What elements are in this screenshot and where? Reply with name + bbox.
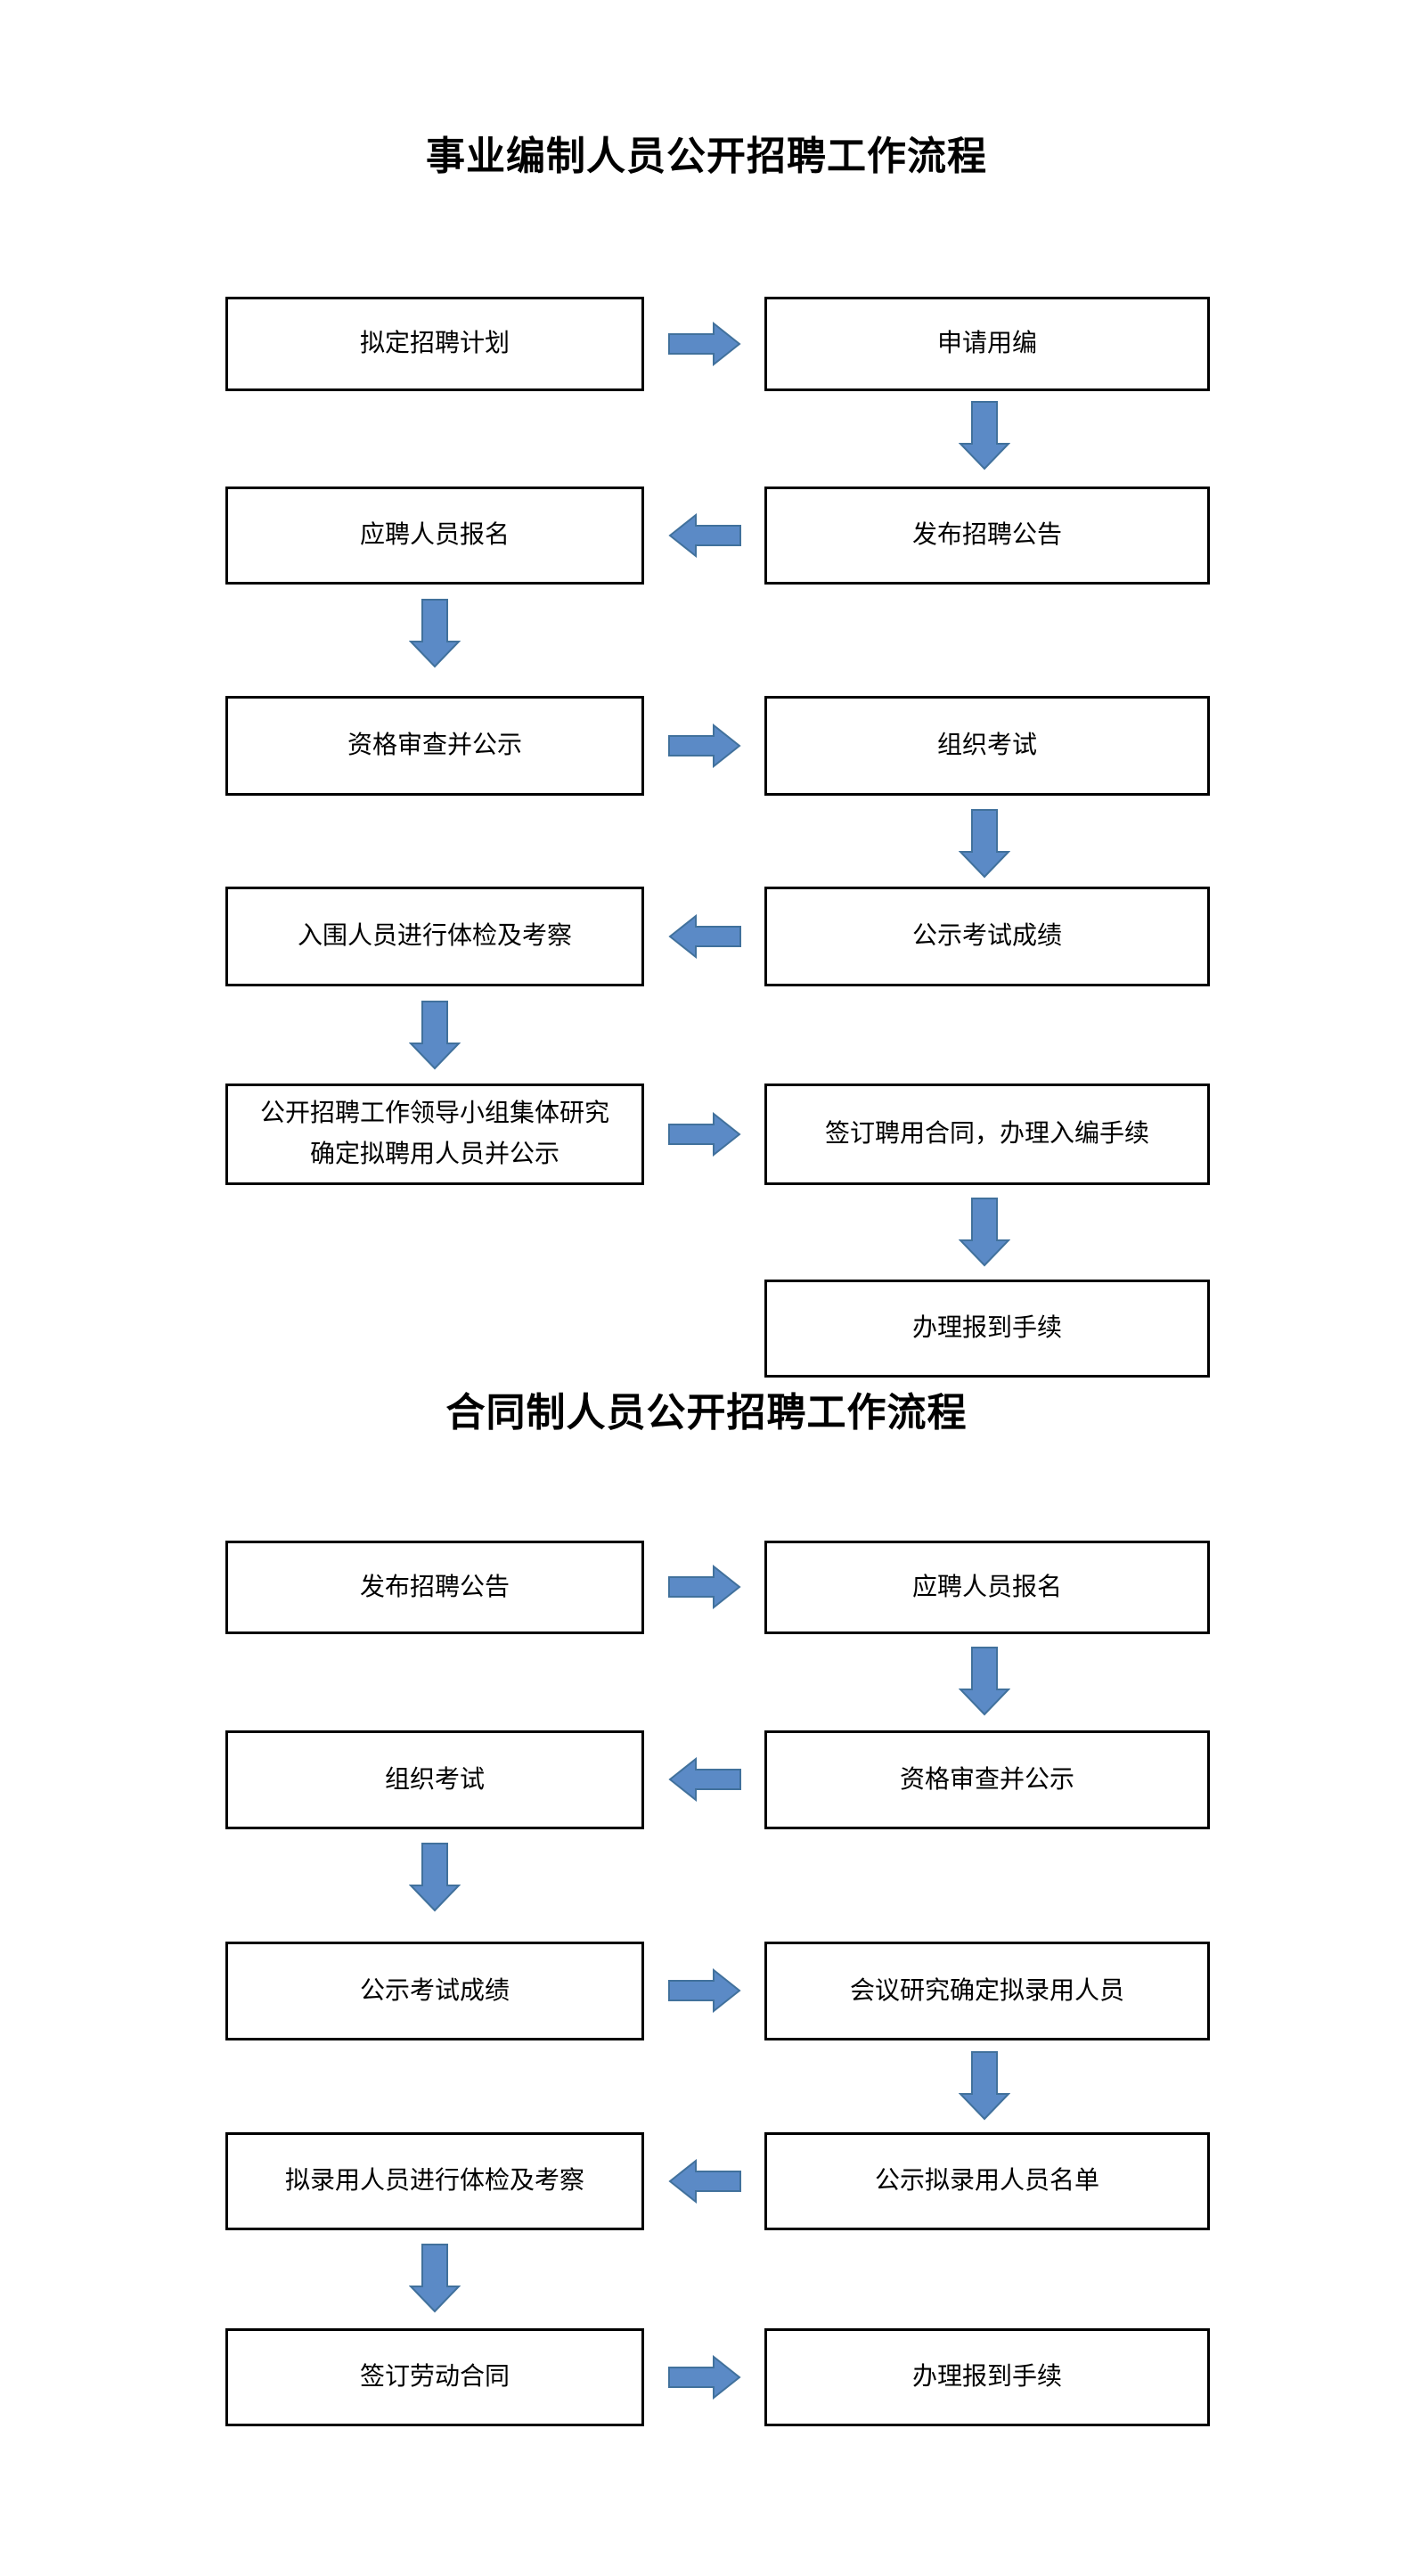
arrow-right-icon	[668, 724, 741, 768]
arrow-right-icon	[668, 1565, 741, 1609]
arrow-left-icon	[668, 2159, 741, 2204]
flow1-step-box-7: 入围人员进行体检及考察	[225, 887, 644, 986]
arrow-down-icon	[959, 2051, 1010, 2121]
arrow-down-icon	[959, 401, 1010, 470]
flow2-title: 合同制人员公开招聘工作流程	[445, 1391, 968, 1435]
arrow-down-icon	[409, 2244, 461, 2313]
arrow-down-icon	[959, 809, 1010, 879]
arrow-down-icon	[959, 1198, 1010, 1267]
flow2-step-box-2: 应聘人员报名	[764, 1541, 1210, 1634]
arrow-down-icon	[409, 599, 461, 668]
flow1-title: 事业编制人员公开招聘工作流程	[426, 135, 987, 178]
flow1-step-box-11: 办理报到手续	[764, 1280, 1210, 1378]
flow1-step-box-1: 拟定招聘计划	[225, 297, 644, 391]
flow1-step-box-9: 公开招聘工作领导小组集体研究 确定拟聘用人员并公示	[225, 1084, 644, 1185]
flow1-step-box-4: 发布招聘公告	[764, 487, 1210, 585]
arrow-down-icon	[959, 1647, 1010, 1716]
flow1-step-box-6: 组织考试	[764, 696, 1210, 796]
flow2-step-box-3: 组织考试	[225, 1730, 644, 1829]
arrow-right-icon	[668, 322, 741, 366]
arrow-down-icon	[409, 1843, 461, 1912]
arrow-left-icon	[668, 513, 741, 558]
arrow-right-icon	[668, 1112, 741, 1157]
flow2-step-box-9: 签订劳动合同	[225, 2328, 644, 2426]
flow2-step-box-6: 会议研究确定拟录用人员	[764, 1942, 1210, 2040]
flow2-step-box-5: 公示考试成绩	[225, 1942, 644, 2040]
arrow-left-icon	[668, 914, 741, 959]
arrow-right-icon	[668, 1968, 741, 2013]
flow2-step-box-4: 资格审查并公示	[764, 1730, 1210, 1829]
arrow-right-icon	[668, 2355, 741, 2400]
flow2-step-box-7: 拟录用人员进行体检及考察	[225, 2132, 644, 2230]
flow2-step-box-8: 公示拟录用人员名单	[764, 2132, 1210, 2230]
flow2-step-box-10: 办理报到手续	[764, 2328, 1210, 2426]
flow2-step-box-1: 发布招聘公告	[225, 1541, 644, 1634]
arrow-left-icon	[668, 1757, 741, 1802]
flow1-step-box-5: 资格审查并公示	[225, 696, 644, 796]
flow1-step-box-3: 应聘人员报名	[225, 487, 644, 585]
flow1-step-box-8: 公示考试成绩	[764, 887, 1210, 986]
flow1-step-box-10: 签订聘用合同，办理入编手续	[764, 1084, 1210, 1185]
flow1-step-box-2: 申请用编	[764, 297, 1210, 391]
arrow-down-icon	[409, 1001, 461, 1070]
